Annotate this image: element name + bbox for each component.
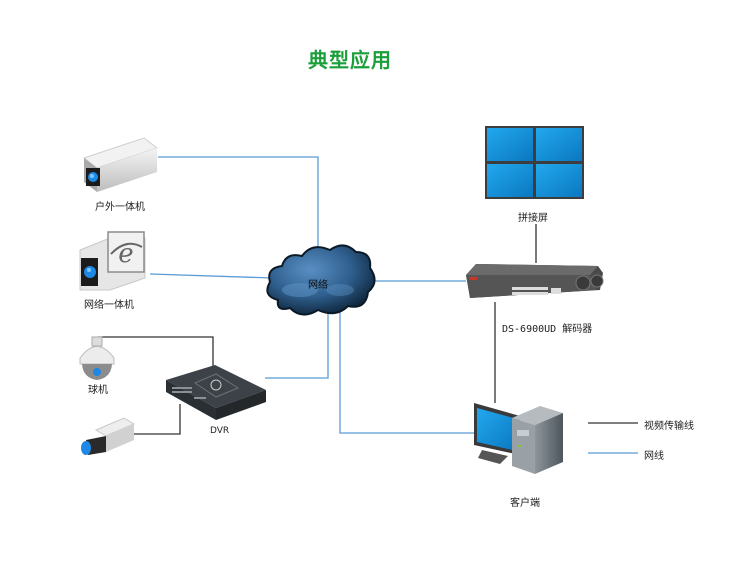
client-pc-icon[interactable] bbox=[474, 403, 563, 474]
legend-video-line-label: 视频传输线 bbox=[644, 421, 694, 432]
label-outdoor-camera: 户外一体机 bbox=[95, 202, 145, 213]
label-cloud: 网络 bbox=[308, 280, 328, 291]
label-decoder: DS-6900UD 解码器 bbox=[502, 324, 593, 335]
outdoor-camera-icon[interactable] bbox=[82, 137, 159, 192]
decoder-icon[interactable] bbox=[466, 264, 604, 298]
label-video-wall: 拼接屏 bbox=[518, 213, 548, 224]
line-client-to-cloud bbox=[339, 310, 478, 434]
label-network-camera: 网络一体机 bbox=[84, 300, 134, 311]
video-wall-icon[interactable] bbox=[485, 126, 584, 199]
video-lines bbox=[98, 224, 537, 435]
network-cloud-icon bbox=[266, 244, 376, 316]
line-network-camera-to-cloud bbox=[149, 273, 273, 279]
page-title-text: 典型应用 bbox=[308, 48, 392, 72]
label-dome-camera: 球机 bbox=[88, 385, 108, 396]
label-dvr: DVR bbox=[210, 426, 230, 436]
label-client: 客户端 bbox=[510, 498, 540, 509]
dome-camera-icon[interactable] bbox=[79, 336, 115, 380]
legend-network-line-label: 网线 bbox=[644, 451, 664, 462]
box-camera-icon[interactable] bbox=[81, 417, 136, 455]
line-dvr-to-cloud bbox=[265, 312, 329, 379]
network-lines bbox=[149, 156, 478, 434]
legend bbox=[588, 422, 638, 454]
line-box-camera-to-dvr bbox=[133, 404, 181, 435]
network-camera-icon[interactable]: e bbox=[79, 231, 146, 291]
page-title: 典型应用 bbox=[0, 44, 750, 73]
line-outdoor-camera-to-cloud bbox=[158, 156, 319, 255]
line-dome-to-dvr bbox=[98, 336, 214, 366]
dvr-icon[interactable] bbox=[166, 365, 266, 420]
